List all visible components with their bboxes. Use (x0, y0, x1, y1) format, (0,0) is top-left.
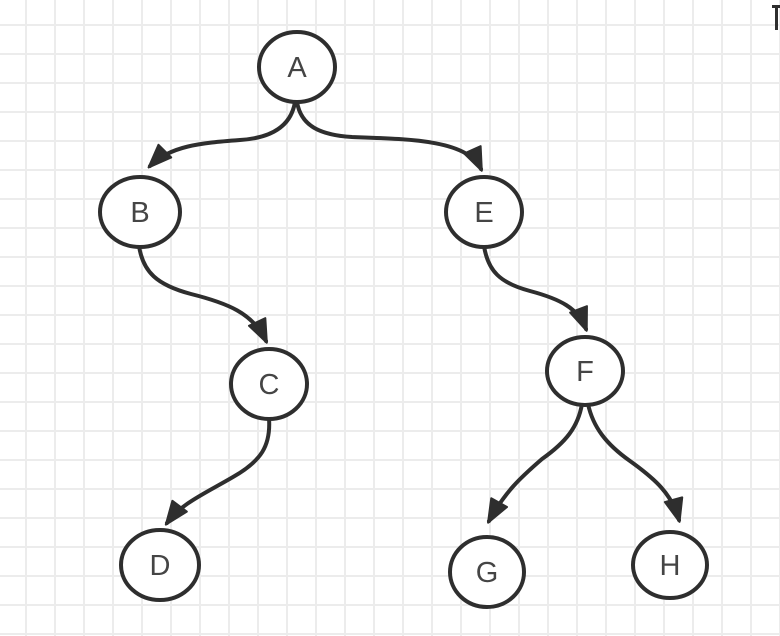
node-D[interactable]: D (119, 528, 201, 602)
node-C-label: C (259, 369, 280, 401)
node-A-label: A (287, 52, 307, 84)
edge-F-H[interactable] (586, 402, 684, 523)
node-F-circle[interactable] (545, 335, 625, 407)
node-H-label: H (660, 550, 681, 582)
edge-E-F[interactable] (482, 244, 588, 332)
node-C-circle[interactable] (229, 347, 309, 421)
node-E[interactable]: E (444, 175, 524, 249)
node-C[interactable]: C (229, 347, 309, 421)
node-G-circle[interactable] (448, 535, 526, 609)
node-E-label: E (474, 197, 493, 229)
edge-B-C[interactable] (137, 244, 268, 344)
node-G-label: G (476, 557, 499, 589)
edge-F-G[interactable] (487, 402, 584, 524)
node-H-circle[interactable] (631, 530, 709, 600)
edges-layer (137, 100, 684, 526)
node-B[interactable]: B (98, 175, 182, 249)
node-A[interactable]: A (257, 30, 337, 104)
nodes-layer: A B C D E F G H (98, 30, 709, 609)
node-H[interactable]: H (631, 530, 709, 600)
edge-A-E[interactable] (295, 100, 483, 172)
edge-C-D[interactable] (164, 416, 272, 526)
clipped-ui-fragment (772, 5, 780, 30)
node-A-circle[interactable] (257, 30, 337, 104)
node-D-circle[interactable] (119, 528, 201, 602)
node-G[interactable]: G (448, 535, 526, 609)
node-B-label: B (130, 197, 149, 229)
node-F[interactable]: F (545, 335, 625, 407)
node-E-circle[interactable] (444, 175, 524, 249)
node-D-label: D (150, 550, 171, 582)
node-B-circle[interactable] (98, 175, 182, 249)
edge-A-B[interactable] (147, 100, 297, 169)
node-F-label: F (576, 356, 594, 388)
